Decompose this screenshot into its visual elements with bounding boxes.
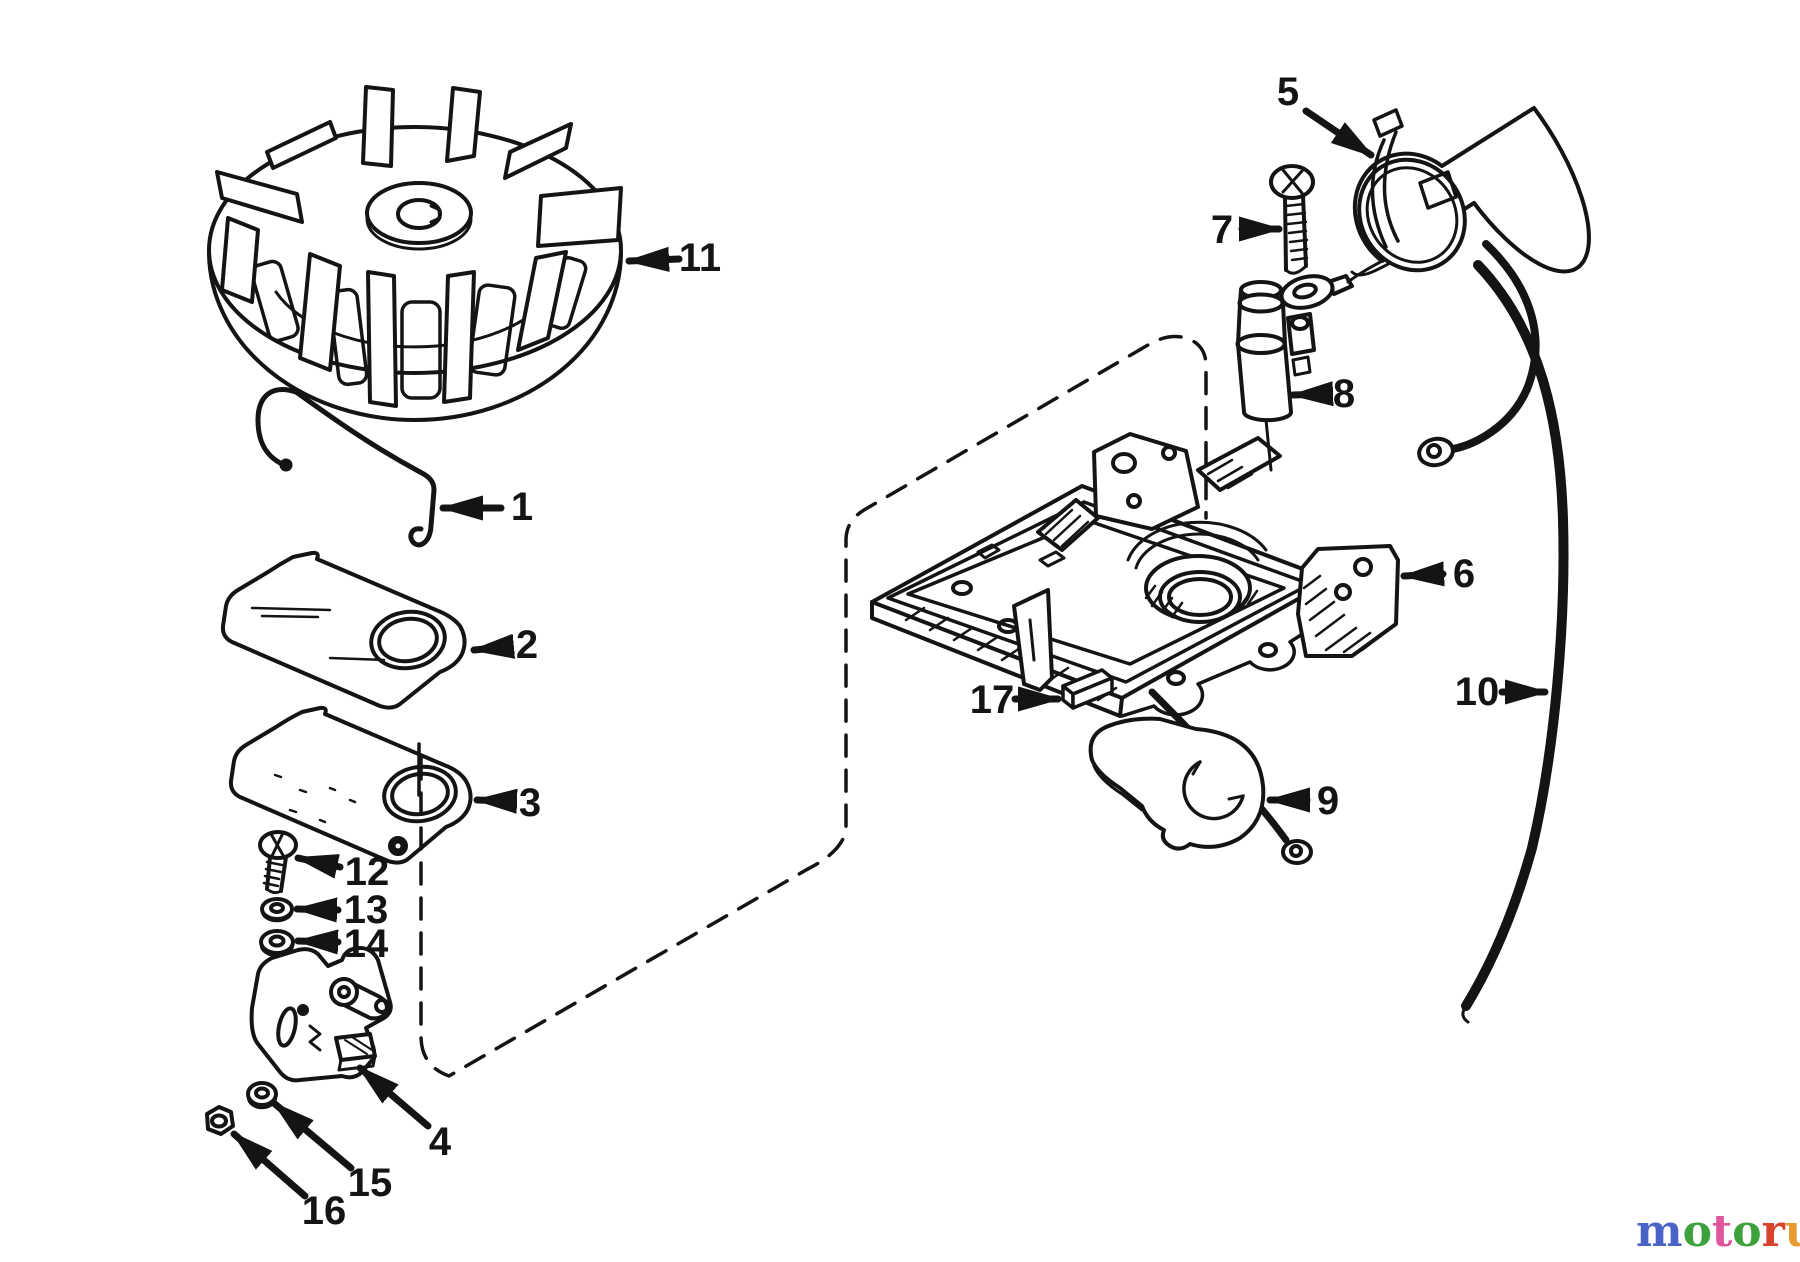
part-12-breaker-screw	[258, 830, 298, 895]
part-11-flywheel-fan	[207, 85, 623, 422]
part-16-hex-nut	[205, 1105, 235, 1136]
part-4-breaker-points-assembly	[249, 946, 393, 1083]
part-15-washer	[246, 1081, 278, 1110]
callout-1-label: 1	[511, 485, 533, 529]
callout-8-arrow	[1289, 394, 1323, 395]
part-17-flywheel-key	[1061, 668, 1114, 710]
part-10-ignition-cable	[1461, 260, 1569, 1024]
part-6-stator-mounting-plate	[870, 432, 1400, 718]
callout-11-arrow	[625, 259, 683, 261]
callout-15-arrow	[271, 1100, 355, 1172]
part-2-breaker-cover-plate	[220, 550, 467, 710]
callout-12-arrow	[294, 858, 344, 867]
watermark-letter: o	[1682, 1206, 1712, 1257]
assembly-alignment-dashed-line	[419, 334, 1208, 1078]
coil-ground-wire	[1417, 240, 1540, 468]
callout-17-label: 17	[970, 678, 1015, 722]
callout-13-label: 13	[344, 888, 389, 932]
callout-12-label: 12	[345, 850, 390, 894]
callout-14-arrow	[294, 941, 342, 942]
watermark-letter: o	[1732, 1206, 1762, 1257]
callout-6-label: 6	[1453, 552, 1475, 596]
part-3-breaker-base-plate	[228, 705, 473, 865]
watermark-logo: motoruf.de	[1636, 1206, 1800, 1257]
coil-wire-ring-terminal	[1279, 274, 1354, 310]
watermark-letter: t	[1711, 1206, 1733, 1257]
watermark-letters: motoruf	[1636, 1206, 1800, 1257]
callout-7-label: 7	[1211, 208, 1233, 252]
callout-5-label: 5	[1277, 70, 1299, 114]
callout-4-label: 4	[429, 1120, 452, 1164]
callout-5-arrow	[1302, 107, 1375, 159]
watermark-letter: m	[1636, 1206, 1683, 1257]
part-8-condenser	[1235, 280, 1316, 472]
callout-6-arrow	[1400, 574, 1447, 576]
callout-2-arrow	[470, 647, 506, 650]
part-5-ignition-coil	[1346, 106, 1592, 1024]
callout-11-label: 11	[679, 236, 721, 280]
callout-4-arrow	[356, 1064, 432, 1130]
part-1-governor-link-wire	[255, 387, 437, 548]
callout-16-arrow	[230, 1130, 309, 1200]
callout-13-arrow	[293, 909, 342, 910]
callout-3-label: 3	[519, 781, 541, 825]
callout-3-arrow	[473, 800, 509, 801]
part-9-cam-wiper-plate	[1088, 716, 1266, 851]
callout-10-label: 10	[1455, 670, 1500, 714]
callout-16-label: 16	[302, 1189, 347, 1233]
callout-8-label: 8	[1333, 372, 1355, 416]
part-7-coil-screw	[1269, 164, 1315, 275]
watermark-letter: r	[1761, 1206, 1785, 1257]
callout-9-label: 9	[1317, 779, 1339, 823]
watermark-letter: u	[1785, 1206, 1800, 1257]
callout-14-label: 14	[344, 922, 389, 966]
part-13-flat-washer	[260, 897, 294, 923]
callout-2-label: 2	[516, 623, 538, 667]
callout-15-label: 15	[348, 1161, 393, 1205]
